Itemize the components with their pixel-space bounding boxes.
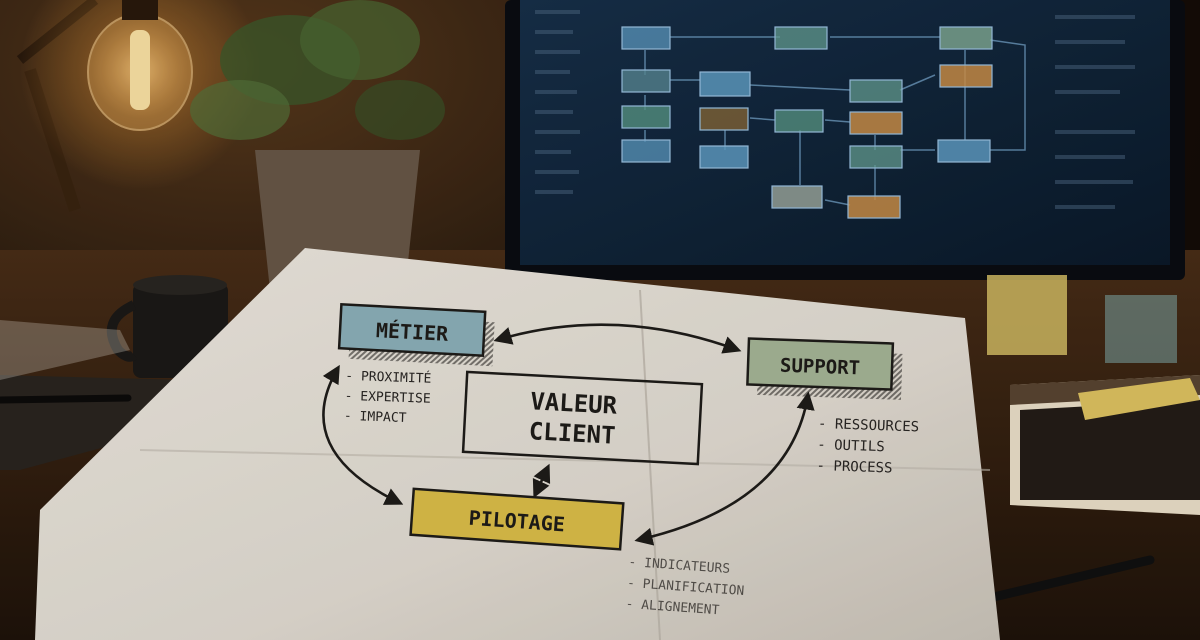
center-label-line2: CLIENT — [528, 417, 616, 449]
support-box: SUPPORT — [746, 337, 903, 400]
support-bullets: - RESSOURCES - OUTILS - PROCESS — [816, 416, 919, 477]
pilotage-bullets: - INDICATEURS - PLANIFICATION - ALIGNEME… — [625, 555, 745, 619]
metier-bullet: - IMPACT — [344, 409, 407, 426]
support-bullet: - PROCESS — [816, 458, 892, 477]
potted-plant — [190, 0, 445, 290]
pilotage-bullet: - INDICATEURS — [628, 555, 731, 577]
pilotage-box: PILOTAGE — [409, 487, 625, 551]
sticky-notes — [987, 275, 1177, 363]
monitor — [505, 0, 1185, 280]
pilotage-bullet: - ALIGNEMENT — [625, 597, 720, 619]
support-bullet: - RESSOURCES — [818, 416, 920, 436]
metier-label: MÉTIER — [375, 318, 449, 346]
arrow-metier-pilotage — [322, 364, 404, 505]
center-box: VALEUR CLIENT — [461, 370, 704, 466]
desk-lamp — [16, 0, 260, 212]
book-stack — [1010, 375, 1200, 515]
metier-bullet: - EXPERTISE — [344, 389, 431, 407]
support-bullet: - OUTILS — [817, 437, 885, 455]
diagram: MÉTIER SUPPORT VALEUR CLIENT PILOTAGE - … — [322, 302, 919, 619]
support-label: SUPPORT — [780, 355, 861, 380]
metier-bullet: - PROXIMITÉ — [345, 368, 432, 387]
metier-box: MÉTIER — [337, 302, 495, 367]
arrow-center-pilotage — [532, 463, 551, 499]
arrow-support-pilotage — [634, 391, 815, 546]
metier-bullets: - PROXIMITÉ - EXPERTISE - IMPACT — [344, 368, 432, 426]
center-label-line1: VALEUR — [530, 387, 619, 420]
arrow-metier-support — [493, 323, 742, 354]
